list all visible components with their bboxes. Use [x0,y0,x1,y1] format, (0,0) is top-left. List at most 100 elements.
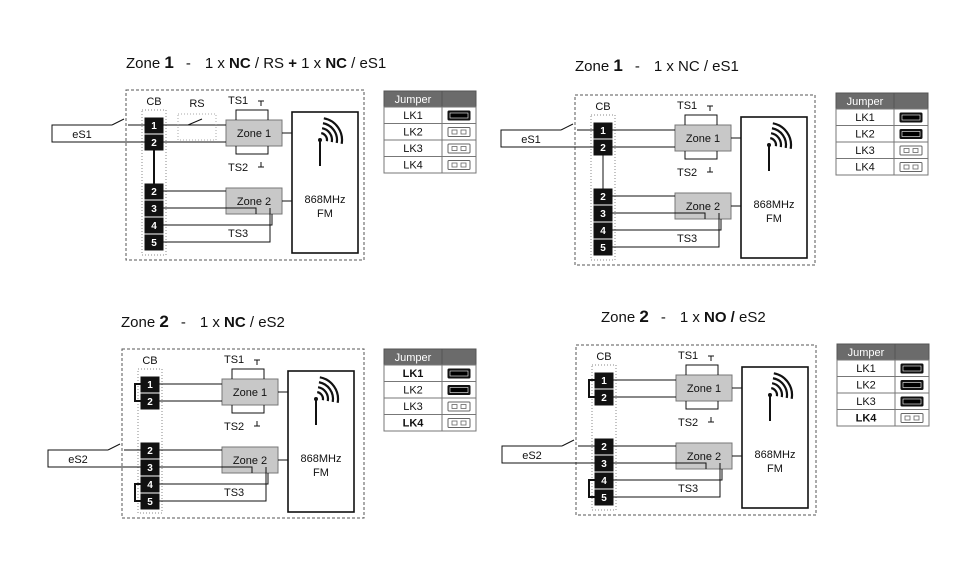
cb-column-outline [591,364,617,511]
terminal-number: 2 [151,187,157,198]
title-part: / eS2 [246,314,285,331]
sensor-wire-lower [500,134,594,148]
ts2-loop [684,151,718,160]
radio-wave-arc [319,376,340,404]
zone1-label: Zone 1 [686,133,720,145]
rs-outline [177,113,217,141]
title-part: / eS1 [347,55,386,72]
jumper-header-blank [441,348,477,366]
radio-frequency: 868MHz [755,449,796,461]
ts2-label: TS2 [228,162,248,174]
enclosure-outline [121,348,365,519]
cb-label: CB [596,351,611,363]
terminal-number: 5 [600,243,606,254]
wire-b4-ts3 [613,469,723,481]
radio-wave-arc [317,386,330,402]
title-separator: - [661,309,666,326]
wire-b5-ts3 [163,208,271,243]
radio-modulation: FM [313,467,329,479]
ts1-label: TS1 [224,354,244,366]
cb-column-outline [590,114,616,261]
radio-wave-arc [773,372,794,400]
jumper-fitted-inner [902,382,922,388]
jumper-open-icon [447,418,471,428]
ts2-label: TS2 [677,167,697,179]
diagram-title: Zone 1-1 x NC / eS1 [575,56,739,75]
jumper-header-blank [441,90,477,108]
rs-switch-blade [187,118,203,126]
terminal-number: 2 [151,138,157,149]
jumper-pin [912,164,919,170]
ts2-loop [231,405,265,414]
terminal-number: 1 [151,121,157,132]
jumper-pin [460,146,467,151]
enclosure-outline [125,89,365,261]
terminal-number: 4 [147,480,153,491]
radio-wave-arc [770,132,783,148]
jumper-header-blank [893,92,929,110]
sensor-wire-upper [500,129,561,134]
jumper-pin [460,404,467,409]
title-part: NC [224,314,246,331]
terminal-number: 2 [600,143,606,154]
zone1-box [675,374,733,402]
wire-b5-ts3 [612,213,720,248]
jumper-pin [460,129,467,135]
zone2-box [221,446,279,474]
zone1-label: Zone 1 [233,387,267,399]
jumper-label: LK1 [403,110,423,122]
ts1-label: TS1 [228,95,248,107]
zone2-label: Zone 2 [237,196,271,208]
radio-wave-arc [770,387,779,397]
title-part: NO / [704,309,739,326]
wire-b5-ts3 [159,467,267,502]
zone2-box [225,187,283,215]
terminal-number: 2 [600,192,606,203]
radio-wave-arc [771,127,788,149]
title-zone-number: 2 [159,312,168,331]
terminal-number: 3 [600,209,606,220]
jumper-fitted-inner [449,112,469,119]
title-part: + [288,55,301,72]
cb-column-outline [141,109,167,256]
zone1-box [225,119,283,147]
zone2-label: Zone 2 [233,455,267,467]
zone2-label: Zone 2 [687,451,721,463]
radio-wave-arc [321,127,334,143]
jumper-fitted-inner [902,365,922,372]
jumper-label: LK2 [403,385,423,397]
zone2-box [675,442,733,470]
terminal-number: 5 [147,497,153,508]
jumper-pin [451,129,458,135]
ts3-label: TS3 [678,483,698,495]
jumper-label: LK1 [855,112,875,124]
wiring-diagram-1: Zone 1-1 x NC / RS + 1 x NC / eS1CB12234… [51,53,477,261]
title-part: 1 x [205,55,229,72]
title-zone-word: Zone [575,58,613,75]
terminal-number: 3 [601,459,607,470]
ts2-label: TS2 [224,421,244,433]
title-part: eS2 [739,309,766,326]
cb-column-outline [137,368,163,514]
jumper-open-icon [899,162,923,172]
terminal-number: 3 [147,463,153,474]
terminal-number: 1 [601,376,607,387]
radio-modulation: FM [317,208,333,220]
sensor-label: eS2 [68,454,88,466]
title-part: NC [229,55,251,72]
sensor-switch-blade [561,439,575,447]
terminal-number: 5 [601,493,607,504]
ts3-label: TS3 [677,233,697,245]
jumper-fitted-inner [449,370,469,377]
jumper-pin [912,148,919,153]
wire-b3-zone2 [159,466,253,473]
ts1-loop [235,109,269,120]
jumper-label: LK4 [855,162,875,174]
terminal-number: 4 [151,221,157,232]
sensor-wire-lower [51,129,145,143]
jumper-fitted-inner [901,114,921,121]
title-separator: - [635,58,640,75]
terminal-number: 1 [147,380,153,391]
cb-link-1-2 [134,383,141,402]
wire-b3-zone2 [613,462,707,469]
